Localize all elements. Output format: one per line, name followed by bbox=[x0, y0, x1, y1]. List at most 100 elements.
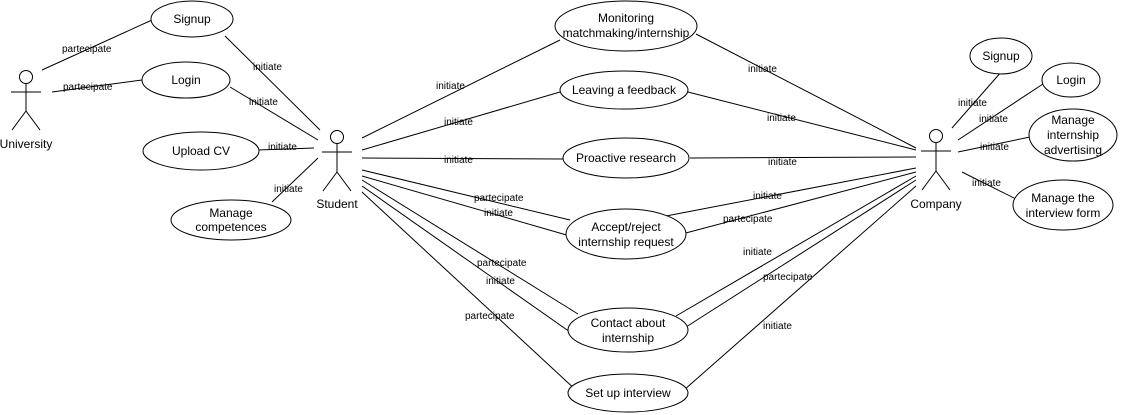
actor-label: University bbox=[0, 137, 52, 151]
edge-labels: partecipate partecipate initiate initiat… bbox=[62, 44, 1009, 332]
line-university-signup bbox=[41, 19, 153, 71]
usecase-label: Signup bbox=[982, 49, 1020, 63]
usecase-proactive-research[interactable]: Proactive research bbox=[562, 137, 690, 179]
usecase-manage-competences[interactable]: Manage competences bbox=[170, 199, 292, 241]
association-lines bbox=[41, 19, 1047, 393]
label-partecipate: partecipate bbox=[477, 258, 527, 269]
label-initiate: initiate bbox=[253, 62, 282, 73]
usecase-label: Manage bbox=[209, 206, 253, 220]
usecase-upload-cv[interactable]: Upload CV bbox=[142, 131, 260, 171]
usecase-label: Signup bbox=[173, 12, 211, 26]
actor-student[interactable]: Student bbox=[316, 130, 358, 212]
usecase-label: Leaving a feedback bbox=[572, 83, 677, 97]
usecase-label: Proactive research bbox=[576, 151, 676, 165]
line-student-accept-b bbox=[361, 175, 571, 237]
usecase-accept-reject[interactable]: Accept/reject internship request bbox=[565, 208, 687, 260]
use-cases: Signup Login Upload CV Manage competence… bbox=[141, 0, 1118, 413]
line-company-accept-b bbox=[681, 171, 917, 235]
line-company-accept-a bbox=[665, 167, 917, 217]
line-company-contact-a bbox=[675, 175, 917, 317]
label-initiate: initiate bbox=[484, 208, 513, 219]
usecase-label: Login bbox=[171, 73, 200, 87]
usecase-label: Manage the bbox=[1031, 191, 1095, 205]
line-company-contact-b bbox=[685, 179, 917, 328]
line-company-monitoring bbox=[695, 33, 917, 149]
actor-company[interactable]: Company bbox=[910, 129, 962, 212]
line-student-signup bbox=[224, 35, 321, 131]
usecase-label: matchmaking/internship bbox=[563, 26, 690, 40]
label-initiate: initiate bbox=[444, 117, 473, 128]
line-company-login bbox=[957, 81, 1047, 141]
label-partecipate: partecipate bbox=[474, 193, 524, 204]
line-student-contact-b bbox=[361, 185, 571, 333]
label-initiate: initiate bbox=[444, 155, 473, 166]
label-initiate: initiate bbox=[748, 64, 777, 75]
usecase-manage-advertising[interactable]: Manage internship advertising bbox=[1028, 108, 1118, 162]
usecase-university-login[interactable]: Login bbox=[141, 61, 231, 99]
line-company-proactive bbox=[689, 156, 917, 159]
label-initiate: initiate bbox=[249, 97, 278, 108]
line-student-login bbox=[229, 86, 319, 141]
label-initiate: initiate bbox=[763, 321, 792, 332]
line-student-proactive bbox=[361, 157, 565, 160]
usecase-label: internship bbox=[1047, 128, 1099, 142]
actor-university[interactable]: University bbox=[0, 70, 52, 152]
line-university-login bbox=[51, 79, 143, 93]
label-partecipate: partecipate bbox=[763, 272, 813, 283]
line-student-contact-a bbox=[361, 179, 579, 315]
line-company-interview bbox=[683, 185, 917, 391]
label-initiate: initiate bbox=[980, 142, 1009, 153]
usecase-label: Contact about bbox=[591, 316, 666, 330]
line-student-monitoring bbox=[361, 39, 561, 139]
stick-figure-icon bbox=[921, 129, 951, 191]
usecase-label: Set up interview bbox=[585, 386, 671, 400]
label-partecipate: partecipate bbox=[723, 214, 773, 225]
line-company-advertising bbox=[957, 136, 1031, 153]
usecase-label: advertising bbox=[1044, 143, 1102, 157]
label-initiate: initiate bbox=[436, 81, 465, 92]
usecase-label: Manage bbox=[1051, 113, 1095, 127]
usecase-label: competences bbox=[195, 220, 266, 234]
usecase-label: Monitoring bbox=[598, 11, 654, 25]
usecase-leaving-feedback[interactable]: Leaving a feedback bbox=[559, 70, 689, 110]
usecase-monitoring[interactable]: Monitoring matchmaking/internship bbox=[554, 0, 698, 52]
usecase-label: Upload CV bbox=[172, 144, 230, 158]
line-student-feedback bbox=[361, 91, 561, 151]
label-initiate: initiate bbox=[972, 178, 1001, 189]
label-initiate: initiate bbox=[958, 98, 987, 109]
line-student-uploadcv bbox=[257, 147, 315, 151]
usecase-manage-interview-form[interactable]: Manage the interview form bbox=[1012, 179, 1114, 231]
label-initiate: initiate bbox=[268, 142, 297, 153]
label-partecipate: partecipate bbox=[63, 82, 113, 93]
label-initiate: initiate bbox=[274, 184, 303, 195]
label-initiate: initiate bbox=[753, 191, 782, 202]
line-company-interviewform bbox=[961, 171, 1019, 201]
line-company-signup bbox=[951, 70, 1003, 129]
line-company-feedback bbox=[683, 90, 917, 151]
usecase-contact-internship[interactable]: Contact about internship bbox=[567, 307, 689, 353]
usecase-company-signup[interactable]: Signup bbox=[969, 37, 1033, 75]
label-initiate: initiate bbox=[743, 247, 772, 258]
label-partecipate: partecipate bbox=[62, 44, 112, 55]
usecase-label: Accept/reject bbox=[591, 220, 661, 234]
label-initiate: initiate bbox=[767, 113, 796, 124]
usecase-label: Login bbox=[1056, 73, 1085, 87]
line-student-interview bbox=[361, 191, 579, 393]
label-initiate: initiate bbox=[486, 276, 515, 287]
label-initiate: initiate bbox=[768, 157, 797, 168]
usecase-set-up-interview[interactable]: Set up interview bbox=[567, 373, 689, 413]
line-student-competences bbox=[271, 157, 319, 203]
usecase-university-signup[interactable]: Signup bbox=[150, 0, 234, 38]
label-partecipate: partecipate bbox=[465, 311, 515, 322]
actor-label: Student bbox=[316, 197, 358, 211]
usecase-label: internship request bbox=[578, 235, 674, 249]
actor-label: Company bbox=[910, 197, 961, 211]
usecase-label: internship bbox=[602, 331, 654, 345]
stick-figure-icon bbox=[322, 130, 352, 192]
usecase-label: interview form bbox=[1026, 206, 1101, 220]
line-student-accept-a bbox=[361, 169, 571, 221]
label-initiate: initiate bbox=[979, 114, 1008, 125]
stick-figure-icon bbox=[11, 70, 41, 131]
usecase-company-login[interactable]: Login bbox=[1041, 62, 1101, 98]
